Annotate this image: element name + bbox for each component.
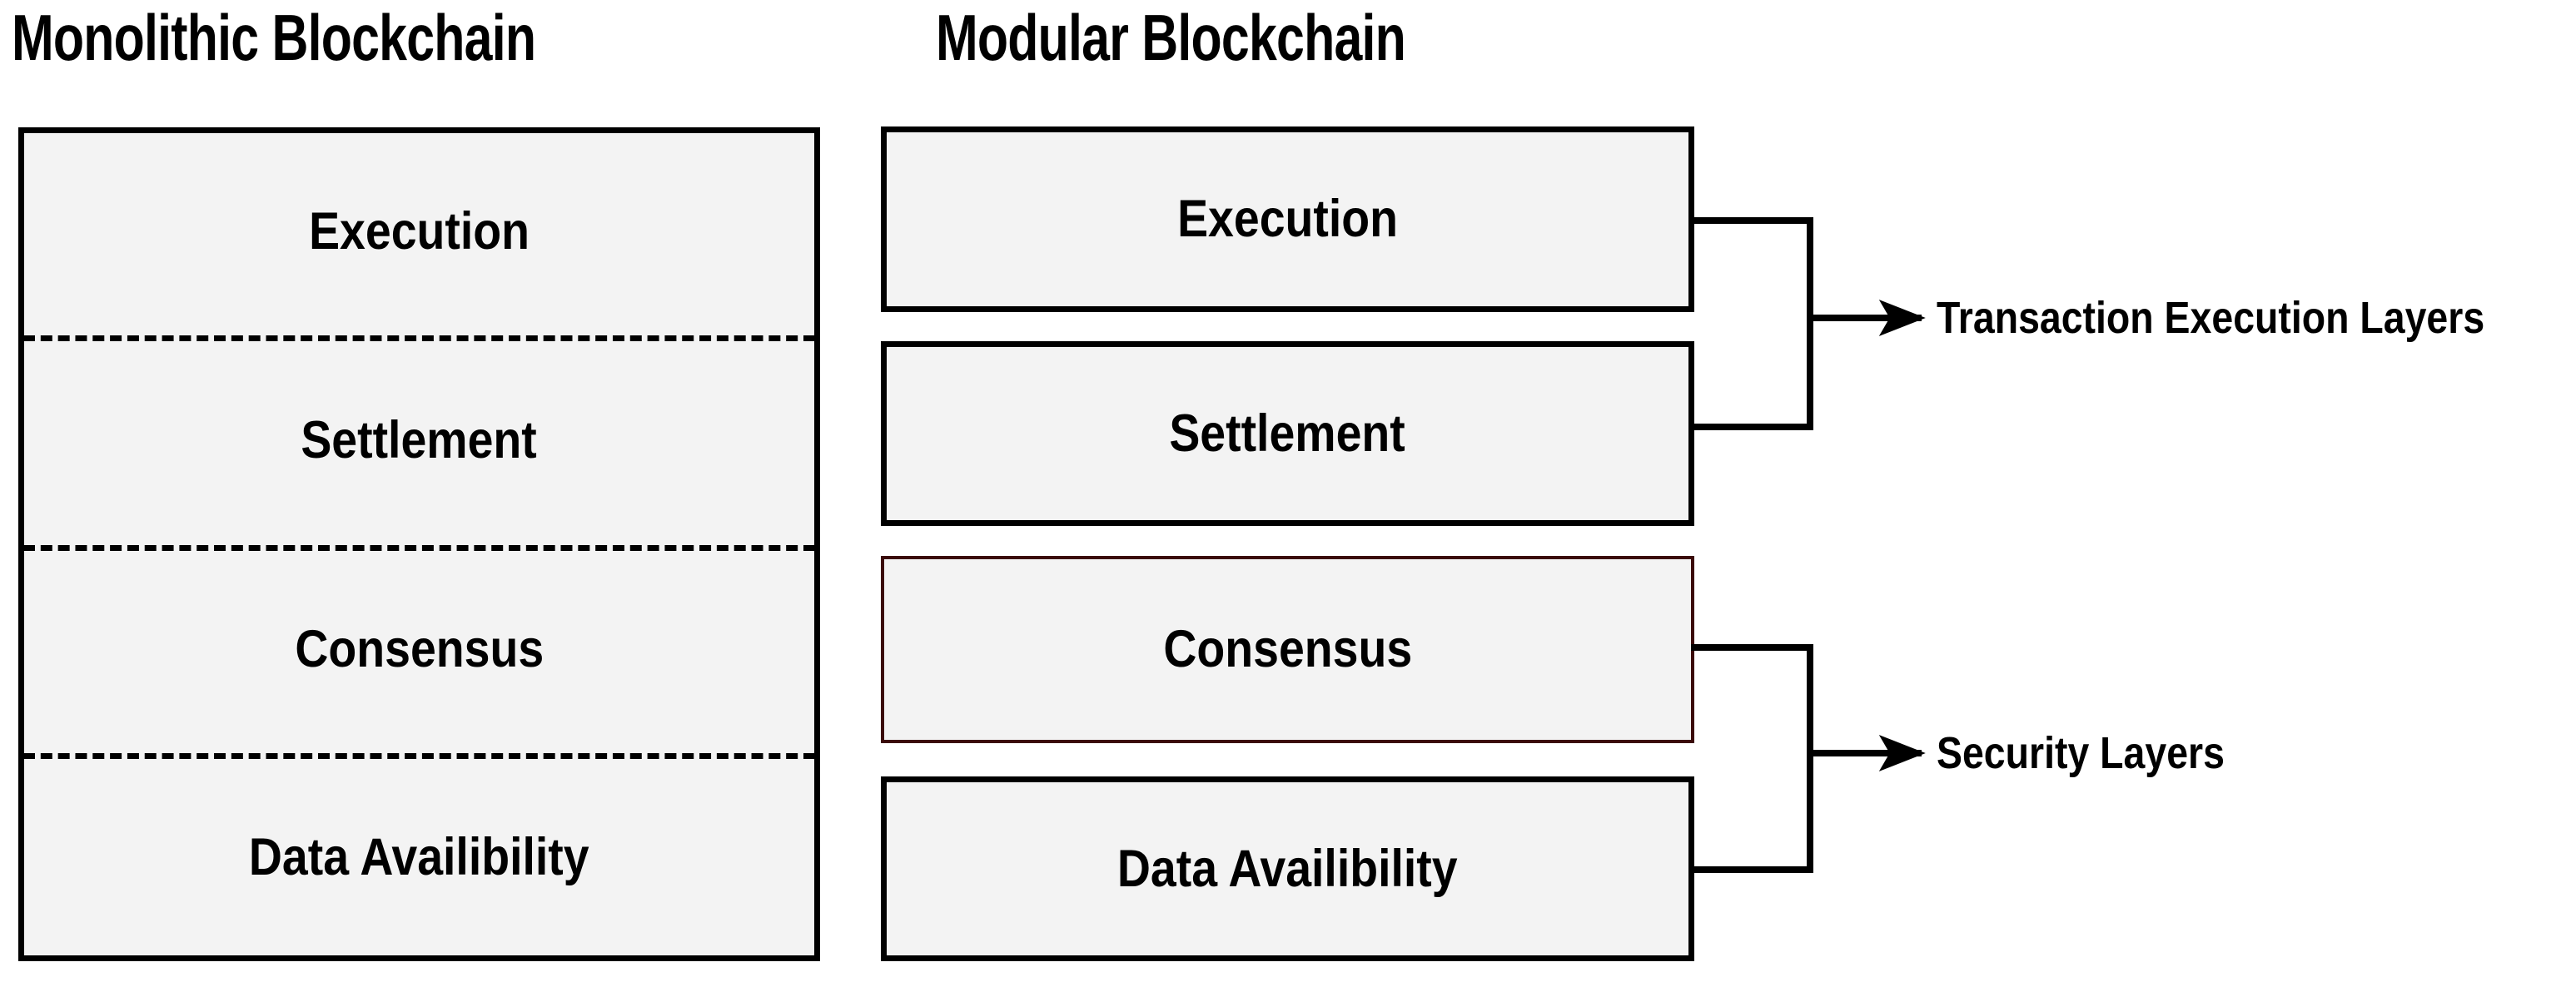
modular-box-consensus: Consensus — [881, 556, 1694, 743]
bracket-transaction-execution-layers — [1691, 217, 1926, 430]
monolithic-stack: Execution Settlement Consensus Data Avai… — [18, 127, 820, 961]
monolithic-layer-settlement: Settlement — [24, 335, 814, 545]
group-label-security-layers: Security Layers — [1937, 728, 2225, 778]
monolithic-divider-3 — [23, 753, 815, 759]
modular-box-label: Settlement — [1169, 404, 1406, 463]
modular-column-title: Modular Blockchain — [936, 1, 1406, 74]
monolithic-layer-execution: Execution — [24, 127, 814, 335]
monolithic-column-title: Monolithic Blockchain — [12, 1, 536, 74]
monolithic-layer-consensus: Consensus — [24, 545, 814, 753]
modular-box-label: Data Availibility — [1117, 839, 1458, 898]
modular-box-label: Execution — [1177, 190, 1398, 248]
modular-box-label: Consensus — [1163, 620, 1412, 678]
monolithic-divider-2 — [23, 545, 815, 551]
monolithic-divider-1 — [23, 335, 815, 341]
modular-box-settlement: Settlement — [881, 341, 1694, 526]
monolithic-layer-label: Execution — [309, 201, 530, 260]
monolithic-layer-label: Consensus — [295, 619, 544, 678]
monolithic-layer-label: Data Availibility — [249, 827, 589, 886]
monolithic-layer-data-availability: Data Availibility — [24, 753, 814, 961]
modular-box-data-availability: Data Availibility — [881, 776, 1694, 961]
group-label-transaction-execution-layers: Transaction Execution Layers — [1937, 293, 2485, 343]
monolithic-layer-label: Settlement — [301, 410, 538, 469]
modular-box-execution: Execution — [881, 126, 1694, 312]
bracket-security-layers — [1691, 644, 1926, 873]
